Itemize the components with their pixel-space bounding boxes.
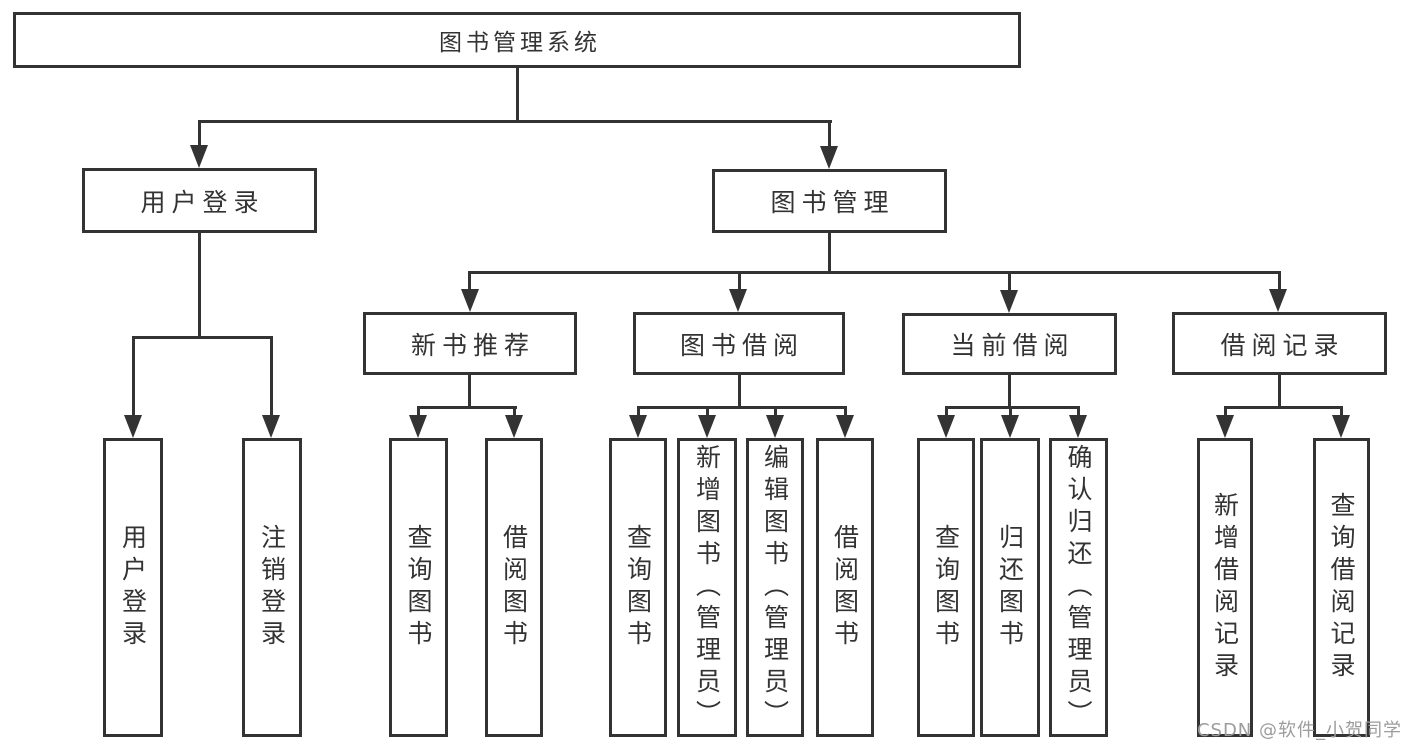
connector-leaf	[1340, 406, 1343, 416]
connector-to-current-borrow	[1008, 271, 1011, 293]
connector-to-user-login	[198, 120, 201, 148]
down-arrowhead	[1069, 415, 1087, 438]
leaf-logout-label: 注销登录	[257, 523, 287, 652]
node-root: 图书管理系统	[13, 12, 1021, 68]
down-arrowhead	[124, 415, 142, 438]
leaf-query-books-recommend: 查询图书	[389, 438, 448, 737]
connector-to-borrow-records	[1278, 271, 1281, 293]
leaf-edit-books-admin-label: 编辑图书（管理员）	[760, 443, 790, 732]
down-arrowhead	[766, 415, 784, 438]
down-arrowhead	[1269, 289, 1287, 312]
connector-leaf	[1224, 406, 1227, 416]
down-arrowhead	[262, 415, 280, 438]
node-book-borrow: 图书借阅	[633, 312, 845, 375]
node-borrow-records: 借阅记录	[1172, 312, 1387, 375]
down-arrowhead	[1001, 415, 1019, 438]
connector-to-leaf-logout	[270, 336, 273, 418]
leaf-query-books-borrow-label: 查询图书	[623, 523, 653, 652]
down-arrowhead	[1216, 415, 1234, 438]
connector-leaf	[945, 406, 948, 416]
down-arrowhead	[698, 415, 716, 438]
connector-borrow-records-drop	[1278, 373, 1281, 409]
node-user-login-label: 用户登录	[140, 187, 265, 217]
connector-book-borrow-drop	[738, 373, 741, 409]
node-new-book-recommend-label: 新书推荐	[410, 330, 535, 360]
down-arrowhead	[190, 145, 208, 168]
connector-user-login-drop	[198, 231, 201, 339]
connector-leaf	[1077, 406, 1080, 416]
connector-new-book-recommend-spread	[417, 406, 517, 409]
connector-current-borrow-drop	[1008, 373, 1011, 409]
connector-level2-spread	[198, 120, 832, 123]
leaf-logout: 注销登录	[242, 438, 302, 737]
leaf-borrow-books-recommend-label: 借阅图书	[499, 523, 529, 652]
down-arrowhead	[1000, 290, 1018, 313]
node-book-management: 图书管理	[712, 169, 947, 233]
leaf-query-books-recommend-label: 查询图书	[404, 523, 433, 652]
node-current-borrow: 当前借阅	[902, 313, 1117, 375]
down-arrowhead	[1332, 415, 1350, 438]
node-user-login: 用户登录	[82, 168, 317, 233]
connector-book-management-drop	[828, 231, 831, 274]
node-new-book-recommend: 新书推荐	[363, 312, 577, 375]
connector-leaf	[513, 406, 516, 416]
connector-book-borrow-spread	[637, 406, 847, 409]
down-arrowhead	[409, 415, 427, 438]
connector-to-book-borrow	[738, 271, 741, 293]
leaf-borrow-books: 借阅图书	[816, 438, 874, 737]
node-root-label: 图书管理系统	[439, 30, 601, 56]
node-book-borrow-label: 图书借阅	[679, 330, 804, 360]
connector-root-drop	[516, 66, 519, 123]
leaf-query-books-borrow: 查询图书	[609, 438, 667, 737]
leaf-query-books-current-label: 查询图书	[931, 523, 961, 652]
connector-leaf	[774, 406, 777, 416]
down-arrowhead	[729, 289, 747, 312]
leaf-user-login-label: 用户登录	[118, 523, 148, 652]
connector-borrow-records-spread	[1224, 406, 1343, 409]
connector-leaf	[844, 406, 847, 416]
leaf-add-books-admin: 新增图书（管理员）	[677, 438, 737, 737]
connector-leaf	[637, 406, 640, 416]
leaf-add-borrow-record: 新增借阅记录	[1197, 438, 1253, 737]
down-arrowhead	[937, 415, 955, 438]
connector-leaf	[417, 406, 420, 416]
leaf-query-books-current: 查询图书	[917, 438, 975, 737]
connector-to-new-book-recommend	[468, 271, 471, 293]
node-borrow-records-label: 借阅记录	[1220, 330, 1345, 360]
connector-to-leaf-user-login	[132, 336, 135, 418]
leaf-add-books-admin-label: 新增图书（管理员）	[692, 443, 722, 732]
leaf-return-books: 归还图书	[980, 438, 1040, 737]
down-arrowhead	[461, 289, 479, 312]
node-current-borrow-label: 当前借阅	[950, 331, 1075, 360]
connector-leaf	[1009, 406, 1012, 416]
leaf-confirm-return-admin-label: 确认归还（管理员）	[1064, 443, 1093, 732]
connector-current-borrow-spread	[945, 406, 1080, 409]
down-arrowhead	[505, 415, 523, 438]
watermark: CSDN @软件_小贺同学	[1196, 720, 1402, 741]
connector-user-login-spread	[132, 336, 273, 339]
leaf-user-login: 用户登录	[103, 438, 163, 737]
down-arrowhead	[836, 415, 854, 438]
leaf-query-borrow-record-label: 查询借阅记录	[1327, 491, 1356, 684]
leaf-query-borrow-record: 查询借阅记录	[1313, 438, 1370, 737]
leaf-return-books-label: 归还图书	[995, 523, 1025, 652]
connector-level3-spread	[469, 271, 1281, 274]
node-book-management-label: 图书管理	[770, 188, 895, 217]
leaf-edit-books-admin: 编辑图书（管理员）	[746, 438, 804, 737]
leaf-confirm-return-admin: 确认归还（管理员）	[1049, 438, 1108, 737]
down-arrowhead	[629, 415, 647, 438]
connector-leaf	[706, 406, 709, 416]
leaf-borrow-books-label: 借阅图书	[830, 523, 860, 652]
connector-new-book-recommend-drop	[468, 373, 471, 409]
leaf-borrow-books-recommend: 借阅图书	[485, 438, 543, 737]
leaf-add-borrow-record-label: 新增借阅记录	[1210, 491, 1240, 684]
down-arrowhead	[820, 146, 838, 169]
connector-to-book-management	[828, 120, 831, 148]
